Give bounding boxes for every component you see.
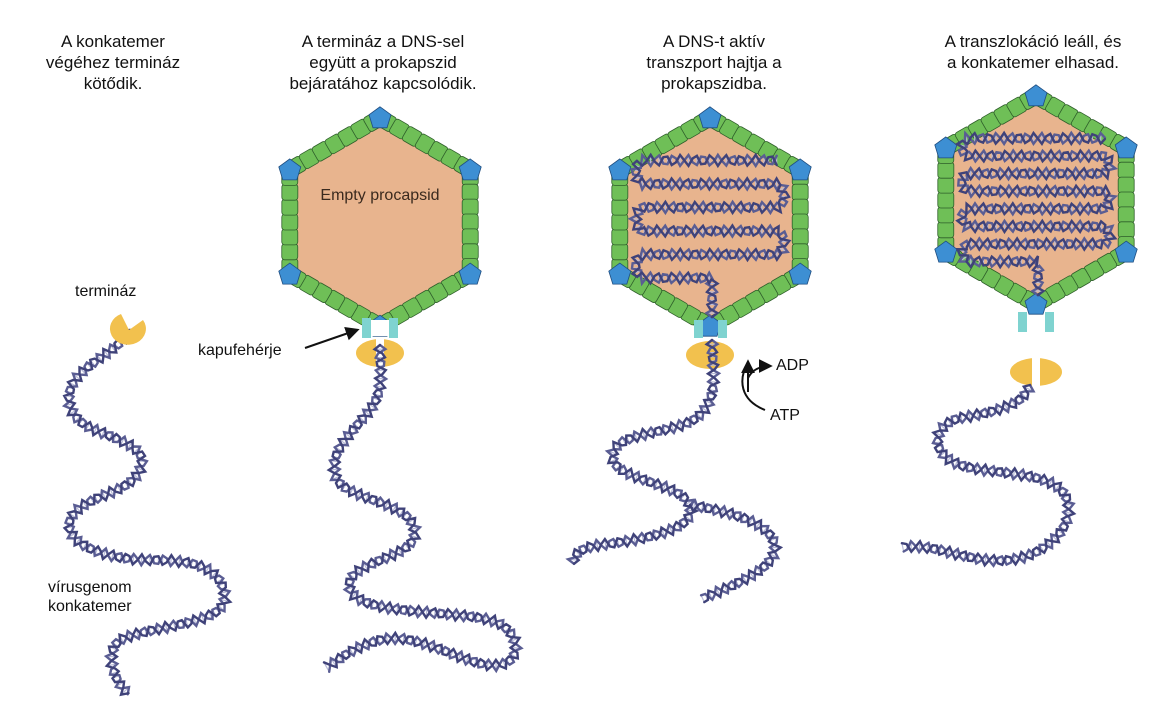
packaged-dna <box>627 152 792 319</box>
dna-helix-icon <box>322 343 524 674</box>
caption-panel-2: A termináz a DNS-sel együtt a prokapszid… <box>258 31 508 94</box>
caption-panel-3: A DNS-t aktív transzport hajtja a prokap… <box>614 31 814 94</box>
packaged-dna <box>954 130 1119 297</box>
caption-panel-4: A transzlokáció leáll, és a konkatemer e… <box>908 31 1158 73</box>
adp-label: ADP <box>776 357 809 374</box>
caption-line: kötődik. <box>83 74 143 93</box>
terminase-label: termináz <box>75 283 137 300</box>
portal-protein-icon <box>694 320 727 338</box>
atp-label: ATP <box>770 407 800 424</box>
caption-line: végéhez termináz <box>45 53 181 72</box>
portal-label: kapufehérje <box>198 342 282 359</box>
caption-line: A konkatemer <box>61 32 165 51</box>
panel-4 <box>900 84 1138 568</box>
genome-label-line: vírusgenom <box>48 579 132 596</box>
portal-protein-icon <box>362 318 398 338</box>
caption-line: prokapszidba. <box>661 74 767 93</box>
caption-line: A termináz a DNS-sel <box>301 32 465 51</box>
dna-helix-icon <box>565 338 722 565</box>
caption-line: a konkatemer elhasad. <box>947 53 1119 72</box>
portal-pointer-arrow <box>304 327 360 349</box>
caption-line: A DNS-t aktív <box>662 32 766 51</box>
panel-2: Empty procapsid <box>278 106 524 674</box>
procapsid-label: Empty procapsid <box>320 187 439 204</box>
terminase-icon <box>109 314 146 345</box>
dna-helix-icon <box>688 498 784 604</box>
portal-protein-icon <box>1018 312 1054 332</box>
atp-arrow-icon <box>741 359 773 411</box>
procapsid-icon <box>278 106 482 337</box>
dna-helix-icon <box>900 383 1077 568</box>
genome-label: vírusgenom konkatemer <box>48 578 132 616</box>
caption-panel-1: A konkatemer végéhez termináz kötődik. <box>38 31 188 94</box>
procapsid-icon <box>934 84 1138 315</box>
caption-line: A transzlokáció leáll, és <box>944 32 1122 51</box>
panel-3: ADP ATP <box>565 106 812 604</box>
genome-label-line: konkatemer <box>48 598 132 615</box>
caption-line: bejáratához kapcsolódik. <box>289 74 477 93</box>
procapsid-icon <box>608 106 812 337</box>
caption-line: transzport hajtja a <box>646 53 782 72</box>
terminase-icon <box>1010 358 1062 386</box>
dna-helix-icon <box>61 328 233 697</box>
caption-line: együtt a prokapszid <box>309 53 457 72</box>
panel-1 <box>61 314 233 697</box>
